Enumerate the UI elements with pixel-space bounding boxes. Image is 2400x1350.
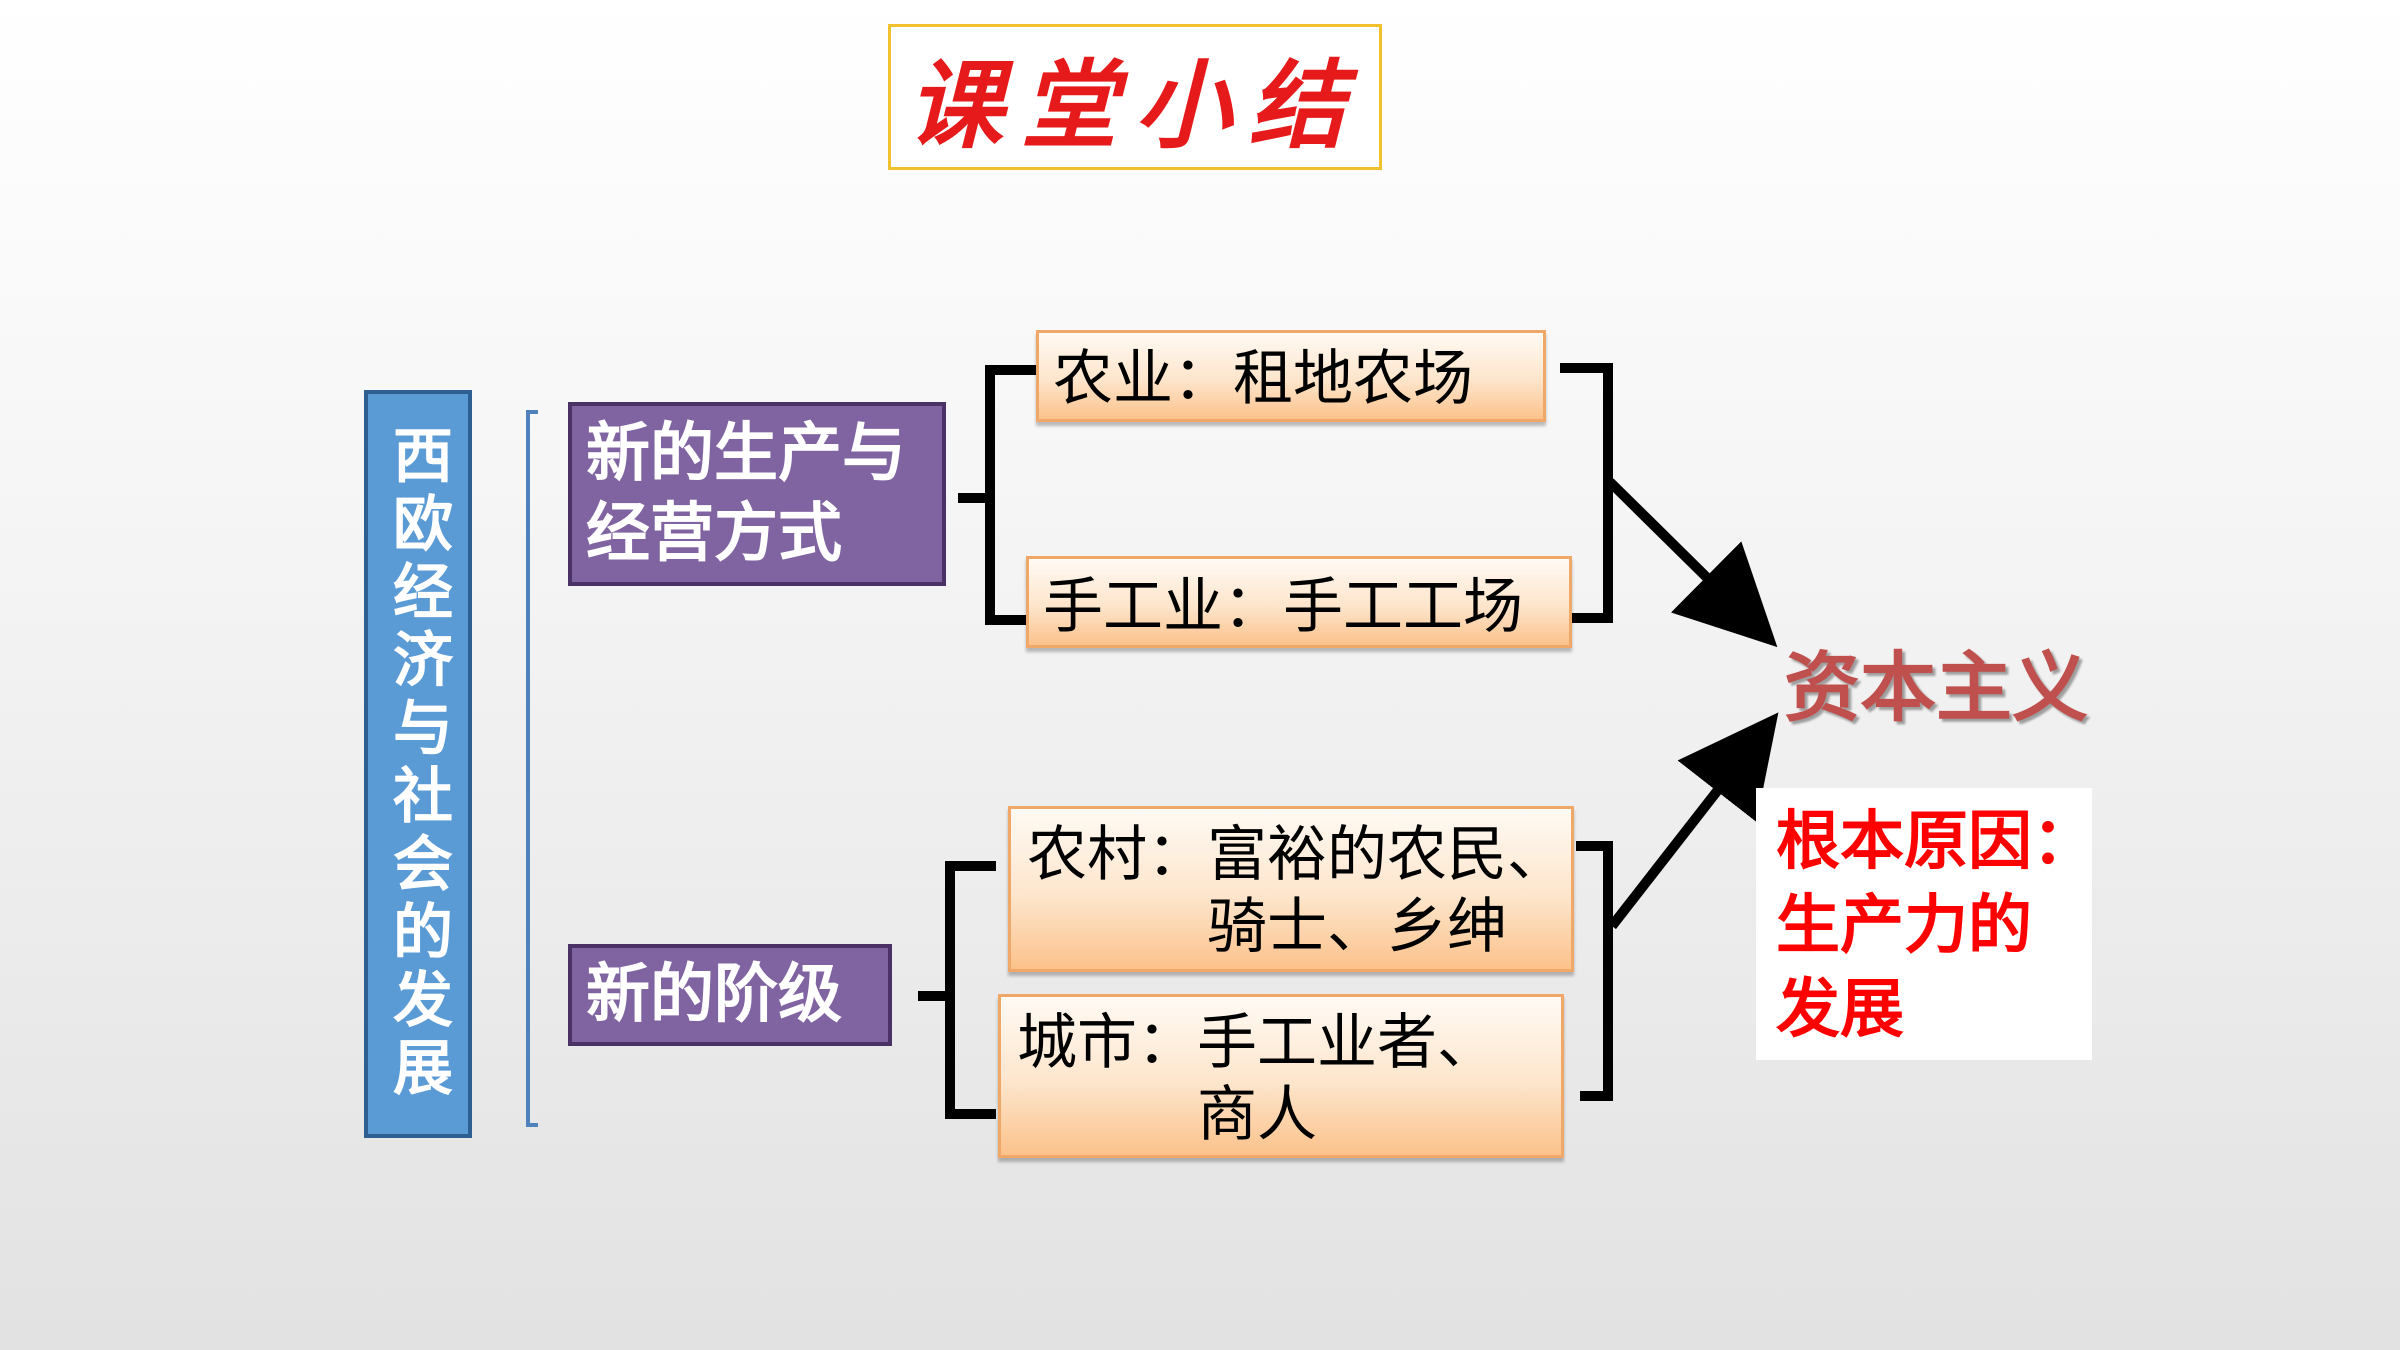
leaf-agriculture-text: 农业：租地农场	[1053, 344, 1473, 414]
title-box: 课堂小结	[888, 24, 1382, 170]
root-node: 西欧经济与社会的发展	[364, 390, 472, 1138]
reason-line3: 发展	[1776, 973, 1904, 1047]
branch2-bracket	[945, 861, 996, 1119]
page-title: 课堂小结	[907, 48, 1363, 162]
reason-line2: 生产力的	[1776, 889, 2032, 963]
branch2-label: 新的阶级	[586, 958, 842, 1032]
leaf-handicraft: 手工业：手工工场	[1026, 556, 1572, 648]
leaf-rural-line1: 农村：富裕的农民、	[1027, 820, 1567, 890]
leaf-urban-line2: 商人	[1197, 1080, 1317, 1150]
leaf-agriculture: 农业：租地农场	[1036, 330, 1546, 422]
arrow-bottom-to-result	[1608, 712, 1779, 930]
branch-production-methods: 新的生产与 经营方式	[568, 402, 946, 586]
leaf-urban: 城市：手工业者、 商人	[998, 994, 1564, 1158]
branch-new-classes: 新的阶级	[568, 944, 892, 1046]
branch1-bracket	[985, 365, 1036, 625]
leaf-handicraft-text: 手工业：手工工场	[1043, 572, 1523, 642]
branch1-label-line1: 新的生产与	[586, 417, 906, 491]
arrow-top-to-result	[1606, 478, 1778, 648]
branch1-label-line2: 经营方式	[586, 497, 842, 571]
leaf-rural-line2: 骑士、乡绅	[1207, 892, 1507, 962]
top-right-bracket	[1560, 363, 1613, 623]
reason-line1: 根本原因：	[1776, 805, 2096, 879]
leaf-urban-line1: 城市：手工业者、	[1017, 1008, 1497, 1078]
result-capitalism: 资本主义	[1784, 643, 2088, 732]
leaf-rural: 农村：富裕的农民、 骑士、乡绅	[1008, 806, 1574, 972]
root-cause-box: 根本原因： 生产力的 发展	[1756, 788, 2096, 1060]
bottom-right-bracket	[1576, 841, 1613, 1101]
root-bracket	[526, 410, 538, 1127]
root-label: 西欧经济与社会的发展	[382, 424, 453, 1104]
